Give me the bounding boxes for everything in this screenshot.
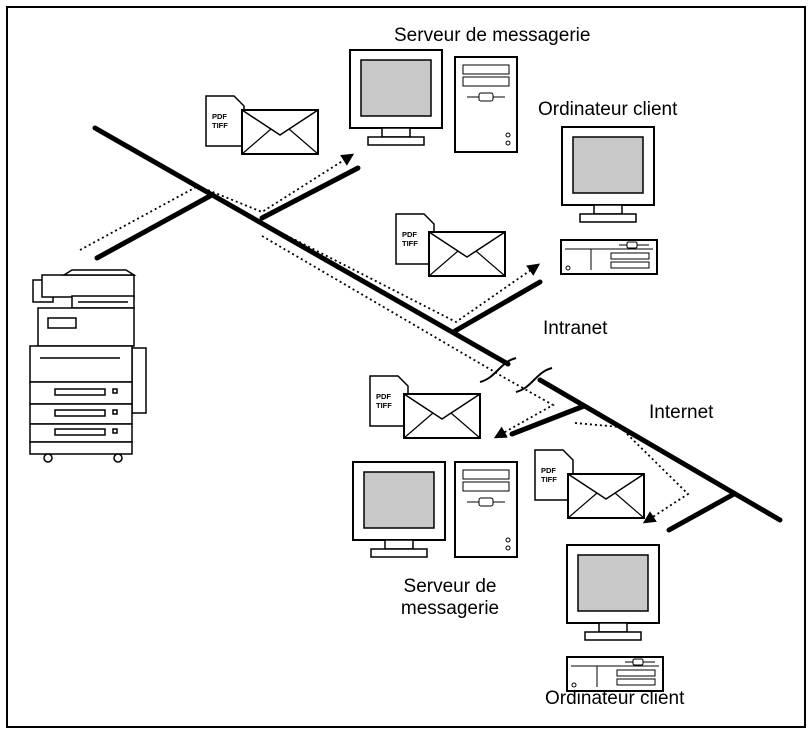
format-tiff: TIFF — [402, 239, 418, 248]
format-pdf: PDF — [212, 112, 227, 121]
format-tiff: TIFF — [376, 401, 392, 410]
format-pdf: PDF — [541, 466, 556, 475]
envelope-icon — [428, 231, 506, 277]
format-pdf: PDF — [376, 392, 391, 401]
email-attachment-top: PDF TIFF — [205, 95, 319, 155]
client-computer-icon — [560, 126, 658, 275]
label-intranet: Intranet — [543, 318, 608, 339]
email-attachment-client-bottom: PDF TIFF — [534, 449, 645, 519]
path-to-mail-server-bottom — [261, 235, 555, 439]
format-tiff: TIFF — [212, 121, 228, 130]
format-pdf: PDF — [402, 230, 417, 239]
envelope-icon — [241, 109, 319, 155]
path-to-client-bottom — [574, 422, 690, 524]
label-mail-server-bottom-line2: messagerie — [400, 598, 500, 619]
label-internet: Internet — [649, 402, 714, 423]
transmission-paths — [79, 153, 690, 524]
envelope-icon — [567, 473, 645, 519]
network-backbone — [92, 125, 783, 523]
network-branches — [94, 165, 737, 533]
label-mail-server-top: Serveur de messagerie — [394, 25, 591, 46]
mail-server-icon — [349, 49, 518, 153]
email-attachment-client-top: PDF TIFF — [395, 213, 506, 277]
mfp-copier-icon — [29, 269, 147, 463]
format-tiff: TIFF — [541, 475, 557, 484]
label-client-top: Ordinateur client — [538, 99, 678, 120]
path-to-client-top — [267, 225, 541, 324]
email-attachment-mid: PDF TIFF — [369, 375, 481, 439]
diagram-frame — [6, 6, 806, 728]
envelope-icon — [403, 393, 481, 439]
label-mail-server-bottom: Serveur de messagerie — [388, 576, 512, 620]
mail-server-icon — [352, 461, 518, 558]
path-to-mail-server-top — [79, 153, 355, 251]
label-client-bottom: Ordinateur client — [545, 688, 685, 709]
label-mail-server-bottom-line1: Serveur de — [403, 576, 497, 597]
client-computer-icon — [566, 544, 664, 692]
